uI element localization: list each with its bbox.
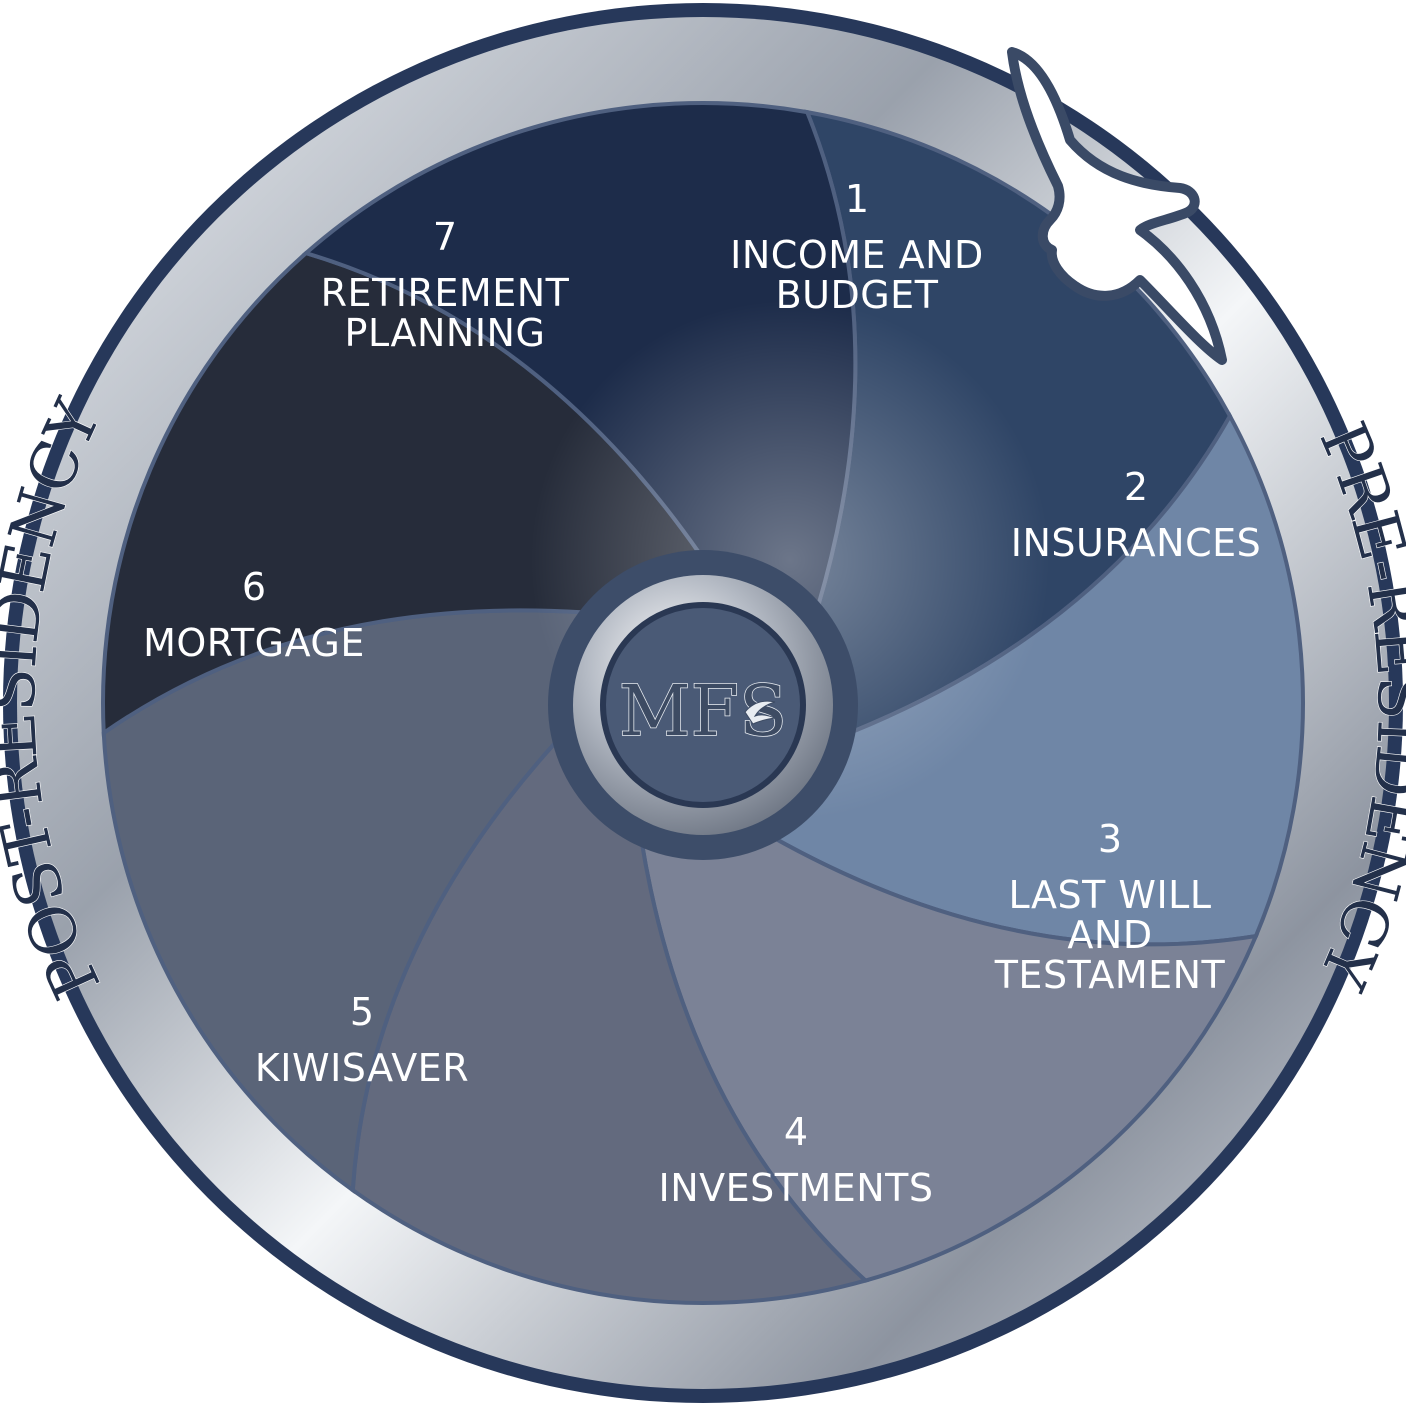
hub-inner [600, 602, 806, 808]
segment-7-label-line-2: PLANNING [345, 311, 546, 355]
segment-3-number: 3 [1098, 817, 1122, 861]
segment-5-number: 5 [350, 990, 374, 1034]
segment-2-number: 2 [1124, 465, 1148, 509]
segment-3-label-line-3: TESTAMENT [994, 953, 1226, 997]
segment-4-label-line-1: INVESTMENTS [658, 1166, 933, 1210]
segment-7-number: 7 [433, 215, 457, 259]
segment-7-label-line-1: RETIREMENT [321, 271, 570, 315]
logo-bird-icon [744, 700, 777, 725]
segment-5-label-line-1: KIWISAVER [255, 1046, 469, 1090]
segment-6-number: 6 [242, 565, 266, 609]
segment-1-number: 1 [845, 177, 869, 221]
segment-4-number: 4 [784, 1110, 808, 1154]
bird-emblem-icon [1007, 47, 1227, 365]
segment-3-label-line-2: AND [1067, 913, 1152, 957]
segment-6-label-line-1: MORTGAGE [143, 621, 365, 665]
segment-3-label-line-1: LAST WILL [1008, 873, 1211, 917]
segment-1-label-line-1: INCOME AND [730, 233, 984, 277]
segment-2-label-line-1: INSURANCES [1011, 521, 1262, 565]
segment-1-label-line-2: BUDGET [776, 273, 939, 317]
segments-group [101, 101, 1306, 1305]
center-logo-text: MFS [619, 670, 787, 752]
